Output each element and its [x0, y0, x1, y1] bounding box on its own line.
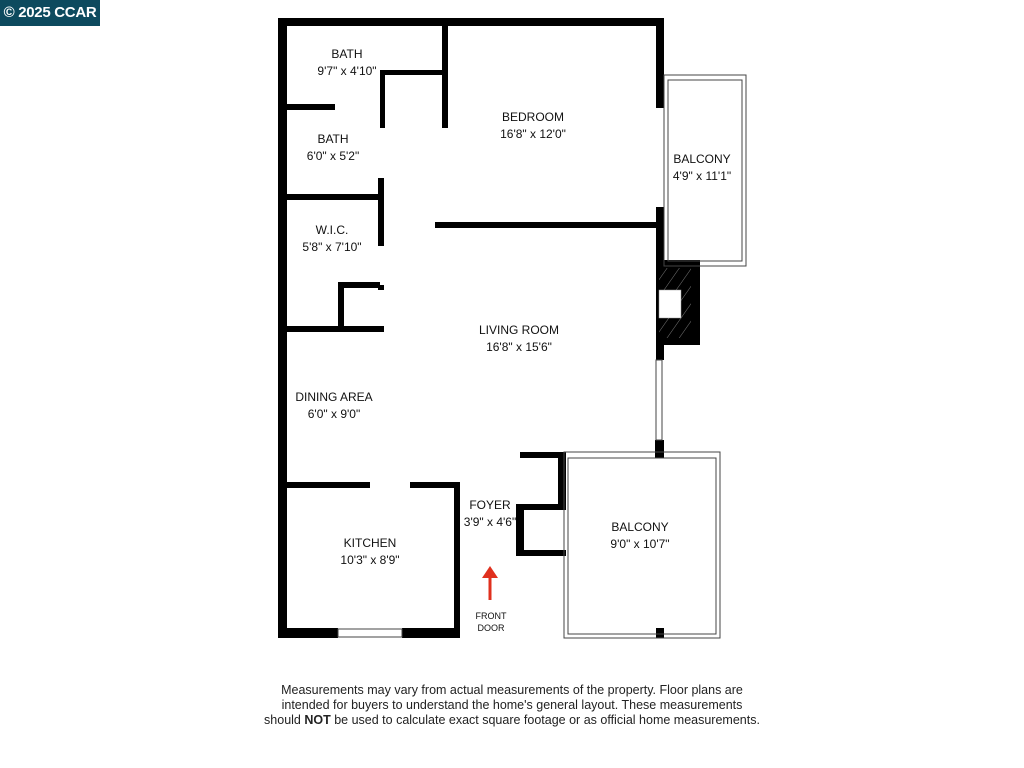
walls [278, 18, 700, 638]
fireplace-box [658, 289, 682, 319]
room-wic: W.I.C.5'8" x 7'10" [302, 223, 362, 254]
copyright-badge: © 2025 CCAR [0, 0, 100, 26]
front-door-arrow [482, 566, 498, 600]
disclaimer: Measurements may vary from actual measur… [264, 683, 760, 727]
windows-balconies [337, 74, 747, 639]
